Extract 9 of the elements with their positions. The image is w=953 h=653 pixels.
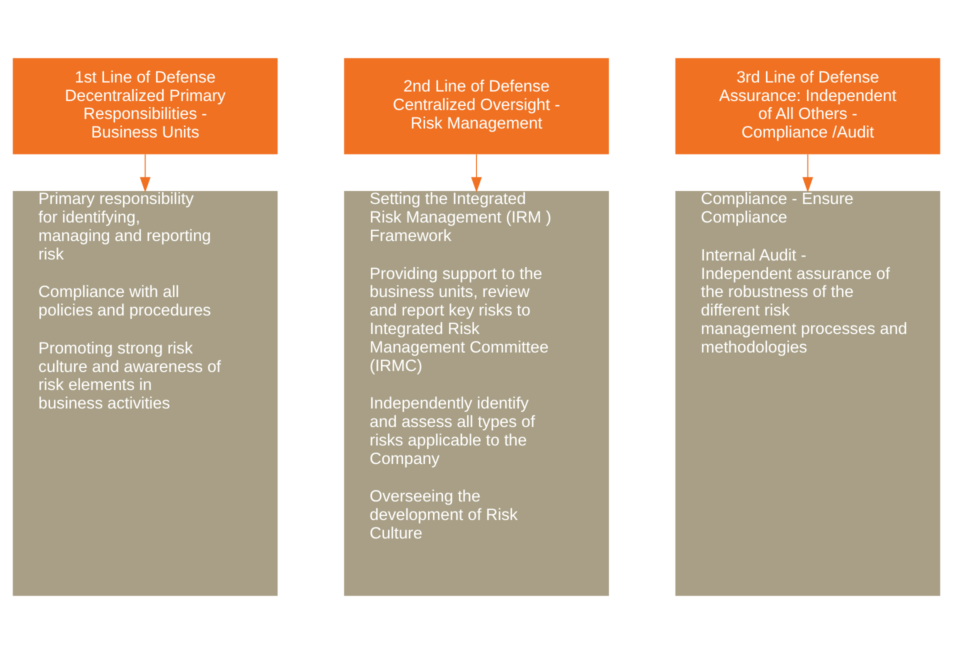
node-box: Primary responsibility for identifying, managing and reporting risk Compliance with all policies and procedures Promoting strong risk culture and awareness of risk elements in business activities xyxy=(12,190,278,596)
node-box: 2nd Line of Defense Centralized Oversight - Risk Management xyxy=(344,58,609,154)
node-box: Compliance - Ensure Compliance Internal Audit - Independent assurance of the robustness of the different risk management processes and methodologies xyxy=(675,190,940,596)
arrow xyxy=(802,154,814,192)
node-box: 3rd Line of Defense Assurance: Independent of All Others - Compliance /Audit xyxy=(675,58,940,154)
node-box: Setting the Integrated Risk Management (IRM ) Framework Providing support to the business units, review and report key risks to Integrated Risk Management Committee (IRMC) Independently identify and assess all types of risks applicable to the Company Overseeing the development of Risk Culture xyxy=(344,190,609,596)
node-box: 1st Line of Defense Decentralized Primary Responsibilities - Business Units xyxy=(12,58,278,154)
arrow xyxy=(471,154,482,192)
arrow xyxy=(140,154,151,192)
